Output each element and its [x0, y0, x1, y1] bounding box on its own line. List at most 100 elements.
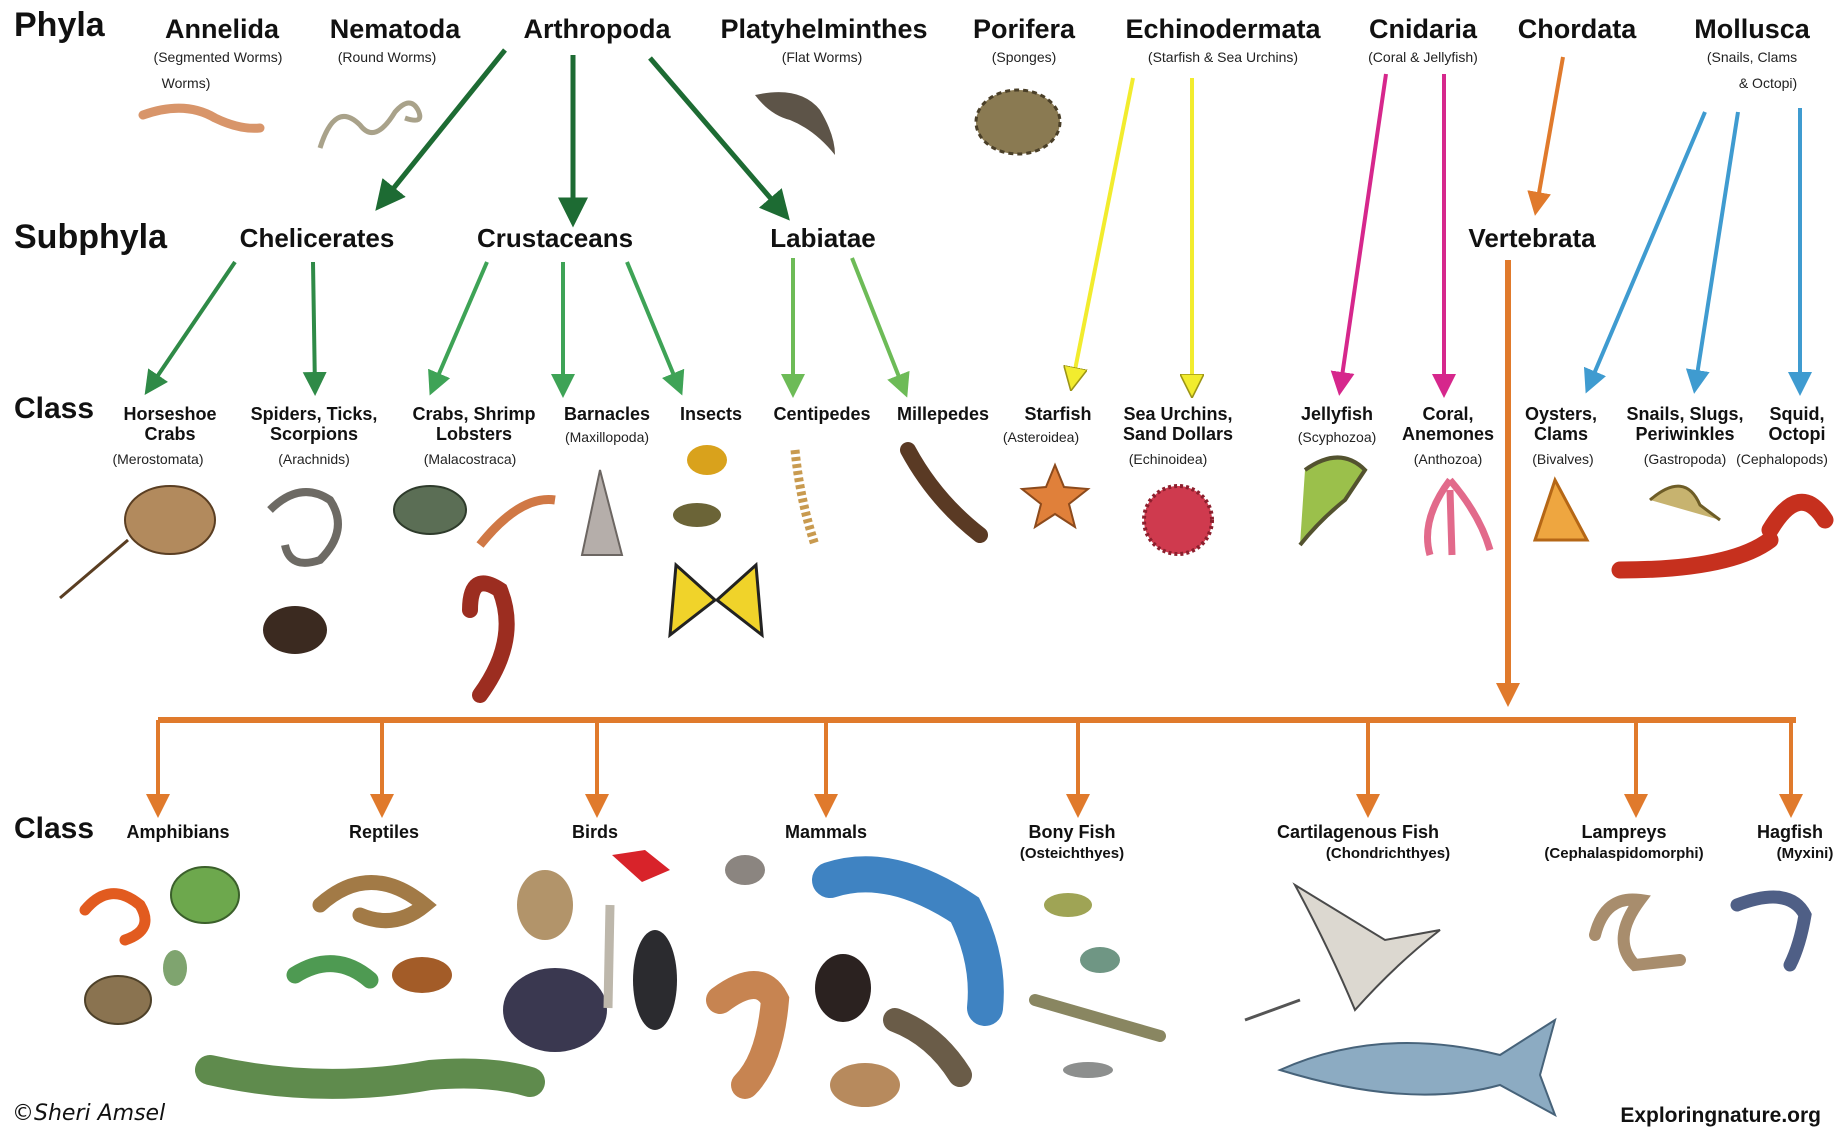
class-sea-urchins: Sea Urchins,Sand Dollars — [1123, 404, 1233, 444]
anteater-illustration — [895, 1020, 960, 1075]
class-snails-slugs-periwinkles: Snails, Slugs,Periwinkles — [1626, 404, 1743, 444]
class-bony-fish: Bony Fish(Osteichthyes) — [1020, 822, 1124, 863]
phylum-nematoda: Nematoda — [330, 14, 461, 44]
phylum-echinodermata: Echinodermata — [1125, 14, 1320, 44]
phylum-arthropoda: Arthropoda — [524, 14, 671, 44]
phylum-porifera: Porifera — [973, 14, 1075, 44]
sea-urchin-illustration — [1144, 486, 1212, 554]
phylum-mollusca-common-2: & Octopi) — [1739, 76, 1797, 92]
horseshoe-crab-illustration — [125, 486, 215, 554]
arrow-arthropoda-labiatae — [650, 58, 785, 215]
class-sea-urchins-sci: (Echinoidea) — [1129, 452, 1208, 468]
millipede-illustration — [908, 450, 980, 535]
tarantula-illustration — [263, 606, 327, 654]
hammerhead-shark-illustration — [1280, 1020, 1555, 1115]
flatworm-illustration — [755, 92, 835, 155]
class-spiders-sci: (Arachnids) — [278, 452, 350, 468]
hagfish-illustration — [1737, 897, 1805, 965]
class-coral-sci: (Anthozoa) — [1414, 452, 1482, 468]
class-cartilagenous-fish: Cartilagenous Fish(Chondrichthyes) — [1266, 822, 1450, 863]
crocodile-illustration — [210, 1070, 530, 1084]
class-oysters-sci: (Bivalves) — [1532, 452, 1593, 468]
rabbit-illustration — [725, 855, 765, 885]
crab-illustration — [394, 486, 466, 534]
arrow-arthropoda-chelicerates — [380, 50, 505, 205]
arrow-cnidaria-jellyfish — [1340, 74, 1386, 390]
bass-illustration — [1044, 893, 1092, 917]
clam-shell-illustration — [1535, 480, 1587, 540]
row-label-subphyla: Subphyla — [14, 218, 167, 256]
class-squid-octopi: Squid,Octopi — [1769, 404, 1826, 444]
manta-ray-illustration — [1295, 885, 1440, 1010]
phylum-cnidaria: Cnidaria — [1369, 14, 1477, 44]
frog-illustration — [171, 867, 239, 923]
class-birds: Birds — [572, 822, 618, 842]
horseshoe-crab-tail — [60, 540, 128, 598]
class-insects: Insects — [680, 404, 742, 424]
chimpanzee-illustration — [815, 954, 871, 1022]
chameleon-illustration — [295, 964, 370, 980]
class-jellyfish: Jellyfish — [1301, 404, 1373, 424]
arrow-labiatae-millepedes — [852, 258, 905, 392]
website-text: Exploringnature.org — [1620, 1104, 1821, 1128]
class-mammals: Mammals — [785, 822, 867, 842]
phylum-annelida-common-2: Worms) — [162, 76, 211, 92]
barnacle-illustration — [582, 470, 622, 555]
newt-illustration — [85, 894, 145, 940]
class-oysters-clams: Oysters,Clams — [1525, 404, 1597, 444]
minnow-illustration — [1063, 1062, 1113, 1078]
turtle-illustration — [392, 957, 452, 993]
butterfly-illustration — [670, 565, 762, 635]
arrow-chordata-vertebrata — [1536, 57, 1563, 210]
arrow-mollusca-oysters — [1588, 112, 1705, 388]
round-worm-illustration — [320, 103, 420, 148]
class-starfish-sci: (Asteroidea) — [1003, 430, 1079, 446]
centipede-illustration — [795, 450, 815, 545]
subphylum-vertebrata: Vertebrata — [1468, 224, 1595, 253]
arrow-crustaceans-insects — [627, 262, 680, 390]
rattlesnake-illustration — [320, 883, 425, 921]
snail-illustration — [1650, 486, 1720, 520]
segmented-worm-illustration — [143, 108, 260, 128]
starfish-illustration — [1022, 465, 1088, 527]
class-jellyfish-sci: (Scyphozoa) — [1298, 430, 1377, 446]
kangaroo-illustration — [720, 985, 775, 1085]
phylum-platyhelminthes-common: (Flat Worms) — [782, 50, 863, 66]
lamprey-illustration — [1595, 899, 1680, 965]
arrow-mollusca-snails — [1695, 112, 1738, 388]
class-reptiles: Reptiles — [349, 822, 419, 842]
lynx-illustration — [830, 1063, 900, 1107]
phylum-annelida-common: (Segmented Worms) — [154, 50, 283, 66]
phylum-platyhelminthes: Platyhelminthes — [720, 14, 927, 44]
row-label-class-vertebrates: Class — [14, 812, 94, 846]
coral-illustration — [1428, 480, 1491, 555]
manta-ray-tail — [1245, 1000, 1300, 1020]
phylum-annelida: Annelida — [165, 14, 279, 44]
phylum-porifera-common: (Sponges) — [992, 50, 1057, 66]
class-barnacles: Barnacles — [564, 404, 650, 424]
lobster-illustration — [470, 583, 507, 695]
class-starfish: Starfish — [1024, 404, 1091, 424]
arrow-crustaceans-crabs — [432, 262, 487, 390]
scorpion-illustration — [270, 492, 338, 563]
toad-illustration — [85, 976, 151, 1024]
class-spiders-ticks-scorpions: Spiders, Ticks,Scorpions — [251, 404, 378, 444]
subphylum-crustaceans: Crustaceans — [477, 224, 633, 253]
shrimp-illustration — [480, 500, 555, 545]
bee-illustration — [687, 445, 727, 475]
class-centipedes: Centipedes — [773, 404, 870, 424]
bluegill-illustration — [1080, 947, 1120, 973]
octopus-illustration — [1620, 502, 1825, 570]
owl-illustration — [517, 870, 573, 940]
tree-frog-illustration — [163, 950, 187, 986]
row-label-class: Class — [14, 392, 94, 426]
paddlefish-illustration — [1035, 1000, 1160, 1036]
credit-text: ©Sheri Amsel — [12, 1102, 165, 1127]
subphylum-chelicerates: Chelicerates — [240, 224, 395, 253]
class-lampreys: Lampreys(Cephalaspidomorphi) — [1544, 822, 1703, 863]
class-coral-anemones: Coral,Anemones — [1402, 404, 1494, 444]
phylum-chordata: Chordata — [1518, 14, 1637, 44]
